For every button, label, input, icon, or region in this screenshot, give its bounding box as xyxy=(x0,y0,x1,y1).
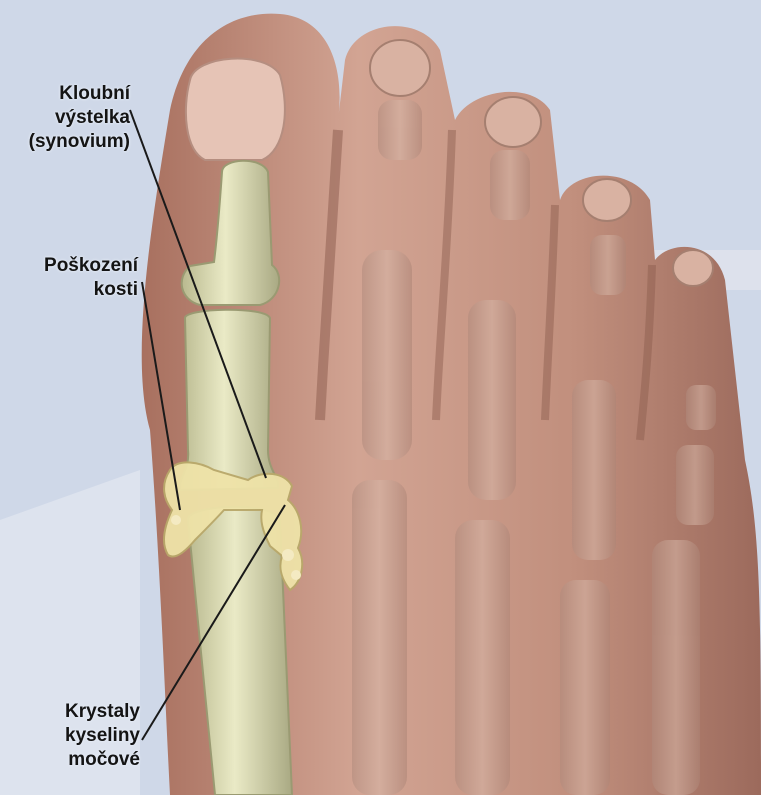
label-crystals: Krystaly kyseliny močové xyxy=(20,700,140,772)
label-synovium-line-3: (synovium) xyxy=(20,130,130,154)
big-toe-nail xyxy=(186,59,285,160)
label-bone-damage-line-1: Poškození xyxy=(10,254,138,278)
toe-nail xyxy=(485,97,541,147)
label-bone-damage-line-2: kosti xyxy=(10,278,138,302)
label-crystals-line-2: kyseliny xyxy=(20,724,140,748)
label-crystals-line-3: močové xyxy=(20,748,140,772)
toe-nail xyxy=(673,250,713,286)
label-synovium-line-1: Kloubní xyxy=(20,82,130,106)
toe-nail xyxy=(583,179,631,221)
toe-nail xyxy=(370,40,430,96)
label-bone-damage: Poškození kosti xyxy=(10,254,138,302)
label-crystals-line-1: Krystaly xyxy=(20,700,140,724)
label-synovium-line-2: výstelka xyxy=(20,106,130,130)
label-synovium: Kloubní výstelka (synovium) xyxy=(20,82,130,154)
